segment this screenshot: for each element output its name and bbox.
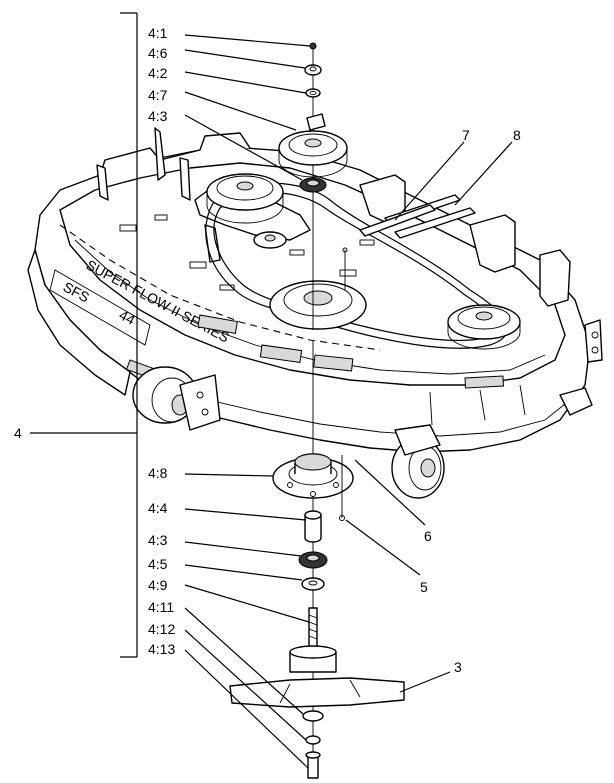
callout-3: 3 <box>454 659 462 675</box>
callout-7: 7 <box>462 127 470 143</box>
callout-4-8: 4:8 <box>148 465 168 481</box>
callout-6: 6 <box>424 528 432 544</box>
callout-4-4: 4:4 <box>148 500 168 516</box>
callout-leaders <box>184 34 513 769</box>
callout-labels: 4:1 4:6 4:2 4:7 4:3 7 8 4 4:8 4:4 4:3 4:… <box>14 25 521 675</box>
callout-4-6: 4:6 <box>148 45 168 61</box>
callout-8: 8 <box>513 127 521 143</box>
right-spindle-pulley <box>447 304 521 350</box>
spindle-top-stack <box>278 42 348 330</box>
mounting-bolts <box>339 247 348 521</box>
callout-4-3-top: 4:3 <box>148 108 168 124</box>
assembly-4-bracket <box>30 12 138 658</box>
idler-pulley <box>253 231 287 249</box>
spindle-bottom-stack <box>229 340 405 779</box>
callout-4-7: 4:7 <box>148 87 168 103</box>
caster-wheel-rear <box>559 387 593 416</box>
left-spindle-pulley <box>206 173 284 224</box>
callout-4-13: 4:13 <box>148 641 175 657</box>
callout-4-11: 4:11 <box>148 599 174 615</box>
callout-4-5: 4:5 <box>148 556 168 572</box>
callout-4-3-bottom: 4:3 <box>148 532 168 548</box>
caster-wheel-right <box>391 424 445 499</box>
callout-4: 4 <box>14 425 22 441</box>
callout-4-2: 4:2 <box>148 65 168 81</box>
callout-4-1: 4:1 <box>148 25 168 41</box>
rear-bracket-right <box>359 174 603 363</box>
callout-4-12: 4:12 <box>148 621 175 637</box>
decal-size-text: 44 <box>117 307 138 329</box>
caster-wheel-left <box>132 366 221 431</box>
callout-5: 5 <box>420 579 428 595</box>
belt-guide-rods <box>359 194 476 239</box>
callout-4-9: 4:9 <box>148 577 168 593</box>
center-spindle-housing <box>269 280 367 330</box>
